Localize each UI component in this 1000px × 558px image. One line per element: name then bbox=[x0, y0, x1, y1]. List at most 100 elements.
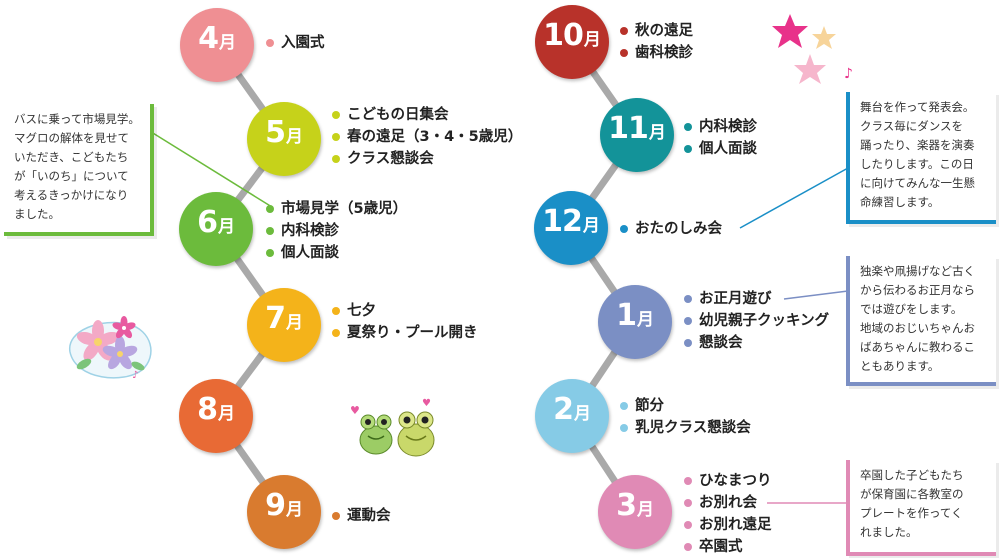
month-number: 11 bbox=[608, 111, 649, 146]
note-december-recital: 舞台を作って発表会。 クラス毎にダンスを 踊ったり、楽器を演奏 したりします。こ… bbox=[846, 92, 996, 224]
bullet-dot-icon bbox=[620, 402, 628, 410]
events-september: 運動会 bbox=[332, 505, 391, 527]
event-item: 懇談会 bbox=[684, 332, 829, 354]
bullet-dot-icon bbox=[266, 249, 274, 257]
note-line: したりします。この日 bbox=[860, 157, 974, 171]
event-item: 夏祭り・プール開き bbox=[332, 322, 478, 344]
note-line: ました。 bbox=[14, 207, 60, 221]
note-line: 舞台を作って発表会。 bbox=[860, 100, 975, 114]
event-item: 個人面談 bbox=[684, 138, 757, 160]
event-label: お別れ会 bbox=[699, 495, 757, 511]
event-label: 市場見学（5歳児） bbox=[281, 201, 408, 217]
event-item: クラス懇談会 bbox=[332, 148, 522, 170]
event-label: 懇談会 bbox=[699, 335, 743, 351]
event-label: クラス懇談会 bbox=[347, 151, 434, 167]
events-january: お正月遊び 幼児親子クッキング 懇談会 bbox=[684, 288, 829, 354]
event-item: 内科検診 bbox=[266, 220, 407, 242]
event-item: 歯科検診 bbox=[620, 42, 693, 64]
month-number: 9 bbox=[265, 488, 286, 523]
event-item: 春の遠足（3・4・5歳児） bbox=[332, 126, 522, 148]
events-june: 市場見学（5歳児） 内科検診 個人面談 bbox=[266, 198, 407, 264]
event-item: 個人面談 bbox=[266, 242, 407, 264]
bullet-dot-icon bbox=[684, 543, 692, 551]
note-march-graduates: 卒園した子どもたち が保育園に各教室の プレートを作ってく れました。 bbox=[846, 460, 996, 556]
month-number: 4 bbox=[198, 21, 219, 56]
note-line: プレートを作ってく bbox=[860, 506, 963, 520]
month-number: 2 bbox=[553, 392, 574, 427]
note-line: 卒園した子どもたち bbox=[860, 468, 964, 482]
event-item: 内科検診 bbox=[684, 116, 757, 138]
event-item: 節分 bbox=[620, 395, 751, 417]
month-number: 5 bbox=[265, 115, 286, 150]
events-april: 入園式 bbox=[266, 32, 325, 54]
event-item: 運動会 bbox=[332, 505, 391, 527]
svg-text:♥: ♥ bbox=[422, 398, 431, 409]
event-item: 入園式 bbox=[266, 32, 325, 54]
events-may: こどもの日集会 春の遠足（3・4・5歳児） クラス懇談会 bbox=[332, 104, 522, 170]
note-line: ともあります。 bbox=[860, 359, 940, 373]
note-line: マグロの解体を見せて bbox=[14, 131, 129, 145]
event-label: 幼児親子クッキング bbox=[699, 313, 830, 329]
note-january-newyear-play: 独楽や凧揚げなど古く から伝わるお正月なら では遊びをします。 地域のおじいちゃ… bbox=[846, 256, 996, 386]
month-unit: 月 bbox=[636, 500, 654, 520]
event-label: 運動会 bbox=[347, 508, 391, 524]
event-label: 内科検診 bbox=[281, 223, 339, 239]
bullet-dot-icon bbox=[620, 27, 628, 35]
bullet-dot-icon bbox=[332, 329, 340, 337]
event-label: 七夕 bbox=[347, 303, 376, 319]
event-label: 節分 bbox=[635, 398, 664, 414]
bullet-dot-icon bbox=[332, 155, 340, 163]
events-december: おたのしみ会 bbox=[620, 218, 722, 240]
bullet-dot-icon bbox=[684, 339, 692, 347]
event-item: 秋の遠足 bbox=[620, 20, 693, 42]
note-leader-december bbox=[739, 167, 849, 229]
event-item: お別れ会 bbox=[684, 492, 772, 514]
event-item: 卒園式 bbox=[684, 536, 772, 558]
event-label: 内科検診 bbox=[699, 119, 757, 135]
svg-text:♪: ♪ bbox=[844, 66, 853, 82]
event-label: ひなまつり bbox=[699, 473, 772, 489]
event-label: こどもの日集会 bbox=[347, 107, 449, 123]
month-unit: 月 bbox=[285, 127, 303, 147]
autumn-leaves-icon: ♪ bbox=[772, 14, 853, 84]
event-label: 春の遠足（3・4・5歳児） bbox=[347, 129, 523, 145]
bullet-dot-icon bbox=[684, 295, 692, 303]
event-item: 七夕 bbox=[332, 300, 478, 322]
note-line: れました。 bbox=[860, 525, 918, 539]
month-number: 6 bbox=[197, 205, 218, 240]
month-unit: 月 bbox=[217, 404, 235, 424]
note-line: バスに乗って市場見学。 bbox=[14, 112, 140, 126]
note-line: 踊ったり、楽器を演奏 bbox=[860, 138, 975, 152]
event-label: 夏祭り・プール開き bbox=[347, 325, 478, 341]
note-line: クラス毎にダンスを bbox=[860, 119, 964, 133]
events-july: 七夕 夏祭り・プール開き bbox=[332, 300, 478, 344]
events-november: 内科検診 個人面談 bbox=[684, 116, 757, 160]
events-february: 節分 乳児クラス懇談会 bbox=[620, 395, 751, 439]
event-item: お別れ遠足 bbox=[684, 514, 772, 536]
note-line: 地域のおじいちゃんお bbox=[860, 321, 975, 335]
month-number: 8 bbox=[197, 392, 218, 427]
event-label: 個人面談 bbox=[281, 245, 339, 261]
month-unit: 月 bbox=[217, 217, 235, 237]
bullet-dot-icon bbox=[620, 424, 628, 432]
bullet-dot-icon bbox=[684, 499, 692, 507]
note-leader-january bbox=[783, 290, 849, 300]
bullet-dot-icon bbox=[684, 317, 692, 325]
svg-text:♥: ♥ bbox=[350, 404, 360, 417]
month-number: 1 bbox=[616, 298, 637, 333]
bullet-dot-icon bbox=[332, 111, 340, 119]
event-item: ひなまつり bbox=[684, 470, 772, 492]
month-number: 3 bbox=[616, 488, 637, 523]
events-march: ひなまつり お別れ会 お別れ遠足 卒園式 bbox=[684, 470, 772, 558]
month-number: 12 bbox=[542, 204, 583, 239]
bullet-dot-icon bbox=[266, 205, 274, 213]
event-label: 秋の遠足 bbox=[635, 23, 693, 39]
